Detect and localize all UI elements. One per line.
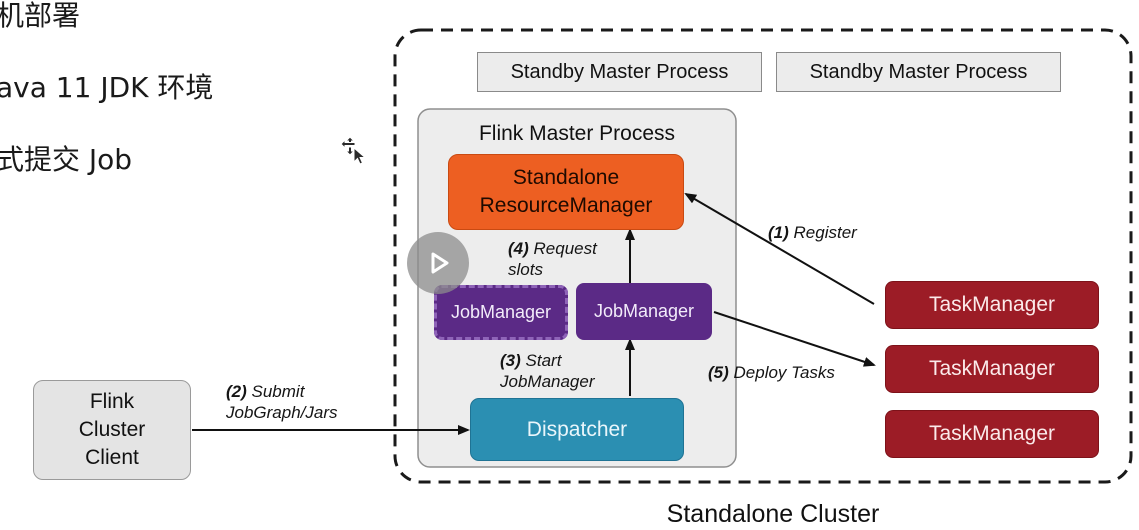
standalone-cluster-boundary (393, 28, 1133, 484)
standalone-resource-manager: Standalone ResourceManager (448, 154, 684, 230)
step-request-label: (4) Request slots (508, 238, 597, 280)
step-deploy-label: (5) Deploy Tasks (708, 362, 835, 383)
task-manager-3: TaskManager (885, 410, 1099, 458)
play-triangle-icon (431, 252, 449, 274)
resource-manager-line1: Standalone (512, 166, 620, 189)
task-manager-2: TaskManager (885, 345, 1099, 393)
client-line3: Client (85, 446, 139, 469)
job-manager: JobManager (576, 283, 712, 340)
step-request-number: (4) (508, 239, 529, 258)
standby-master-process-1: Standby Master Process (477, 52, 762, 92)
client-line2: Cluster (78, 418, 146, 441)
slide-bullet-2: ava 11 JDK 环境 (0, 71, 214, 104)
step-start-label: (3) Start JobManager (500, 350, 595, 392)
task-manager-1: TaskManager (885, 281, 1099, 329)
dispatcher: Dispatcher (470, 398, 684, 461)
step-submit-label: (2) Submit JobGraph/Jars (226, 381, 338, 423)
resource-manager-line2: ResourceManager (479, 194, 653, 217)
step-submit-text1: Submit (251, 382, 305, 401)
client-line1: Flink (89, 390, 135, 413)
flink-cluster-client: Flink Cluster Client (33, 380, 191, 480)
step-register-text: Register (793, 223, 857, 242)
step-register-label: (1) Register (768, 222, 857, 243)
step-deploy-number: (5) (708, 363, 729, 382)
move-cursor-icon (338, 132, 372, 166)
cluster-caption: Standalone Cluster (666, 500, 880, 528)
slide-bullet-3: 式提交 Job (0, 143, 133, 176)
step-register-number: (1) (768, 223, 789, 242)
register-arrow (684, 192, 875, 305)
step-request-text1: Request (533, 239, 597, 258)
deploy-tasks-arrow (713, 311, 876, 367)
master-process-title: Flink Master Process (478, 122, 676, 145)
step-deploy-text: Deploy Tasks (733, 363, 835, 382)
step-request-text2: slots (508, 260, 543, 279)
play-circle-icon[interactable] (407, 232, 469, 294)
slide-bullet-1: 机部署 (0, 0, 81, 32)
step-start-text2: JobManager (500, 372, 595, 391)
step-submit-number: (2) (226, 382, 247, 401)
step-start-text1: Start (525, 351, 562, 370)
job-manager-pending: JobManager (434, 285, 568, 340)
step-start-number: (3) (500, 351, 521, 370)
standby-master-process-2: Standby Master Process (776, 52, 1061, 92)
step-submit-text2: JobGraph/Jars (226, 403, 338, 422)
